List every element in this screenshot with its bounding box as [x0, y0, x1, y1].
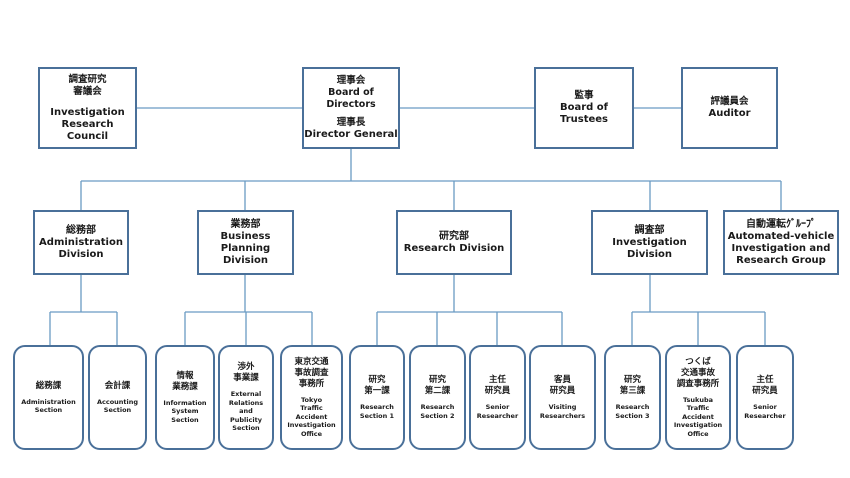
automated-vehicle-group-jp: 自動運転ｸﾞﾙｰﾌﾟ	[746, 218, 816, 230]
trustees-en-label: Board of Trustees	[559, 102, 609, 125]
research-section-1-jp: 研究 第一課	[364, 375, 390, 396]
tokyo-office-jp: 東京交通 事故調査 事務所	[294, 356, 329, 389]
visiting-researchers-jp: 客員 研究員	[549, 375, 576, 396]
admin-section-jp: 総務課	[35, 380, 62, 391]
external-relations-section-jp: 渉外 事業課	[233, 362, 259, 384]
research-section-2-box: 研究 第二課 Research Section 2	[409, 345, 466, 450]
accounting-section-box: 会計課 Accounting Section	[88, 345, 147, 450]
tsukuba-office-en: Tsukuba Traffic Accident Investigation O…	[673, 395, 723, 438]
research-division-jp: 研究部	[439, 230, 469, 242]
research-section-2-jp: 研究 第二課	[424, 375, 451, 396]
admin-division-box: 総務部 Administration Division	[33, 210, 129, 275]
research-section-3-en: Research Section 3	[615, 403, 650, 420]
research-section-2-en: Research Section 2	[420, 403, 455, 420]
auditor-jp-label: 評議員会	[710, 96, 749, 107]
admin-section-en: Administration Section	[21, 397, 76, 415]
tokyo-office-box: 東京交通 事故調査 事務所 Tokyo Traffic Accident Inv…	[280, 345, 343, 450]
tsukuba-office-jp: つくば 交通事故 調査事務所	[676, 356, 720, 389]
research-division-box: 研究部 Research Division	[396, 210, 512, 275]
senior-researcher-2-en: Senior Researcher	[744, 403, 786, 420]
external-relations-section-en: External Relations and Publicity Section	[228, 390, 264, 433]
research-division-en: Research Division	[403, 242, 505, 254]
council-box: 調査研究 審議会 Investigation Research Council	[38, 67, 137, 149]
trustees-box: 監事 Board of Trustees	[534, 67, 634, 149]
board-jp-label: 理事会 Board of Directors	[326, 75, 376, 110]
research-section-3-box: 研究 第三課 Research Section 3	[604, 345, 661, 450]
information-system-section-jp: 情報 業務課	[172, 370, 198, 392]
tsukuba-office-box: つくば 交通事故 調査事務所 Tsukuba Traffic Accident …	[665, 345, 731, 450]
auditor-box: 評議員会 Auditor	[681, 67, 778, 149]
research-section-1-en: Research Section 1	[359, 403, 395, 420]
business-division-jp: 業務部	[230, 218, 261, 230]
tokyo-office-en: Tokyo Traffic Accident Investigation Off…	[287, 395, 336, 438]
external-relations-section-box: 渉外 事業課 External Relations and Publicity …	[218, 345, 274, 450]
senior-researcher-1-box: 主任 研究員 Senior Researcher	[469, 345, 526, 450]
council-en-label: Investigation Research Council	[50, 106, 125, 142]
senior-researcher-2-box: 主任 研究員 Senior Researcher	[736, 345, 794, 450]
investigation-division-jp: 調査部	[634, 224, 665, 236]
information-system-section-box: 情報 業務課 Information System Section	[155, 345, 215, 450]
council-jp-label: 調査研究 審議会	[68, 73, 107, 97]
auditor-en-label: Auditor	[708, 108, 751, 119]
research-section-1-box: 研究 第一課 Research Section 1	[349, 345, 405, 450]
connector-lines	[49, 107, 782, 345]
director-general-jp-label: 理事長	[336, 117, 366, 128]
admin-division-jp: 総務部	[66, 224, 96, 236]
trustees-jp-label: 監事	[574, 90, 594, 101]
business-division-en: Business Planning Division	[220, 230, 271, 266]
visiting-researchers-en: Visiting Researchers	[539, 403, 586, 420]
research-section-3-jp: 研究 第三課	[619, 375, 646, 396]
accounting-section-jp: 会計課	[104, 380, 131, 391]
accounting-section-en: Accounting Section	[96, 397, 139, 415]
senior-researcher-1-en: Senior Researcher	[476, 403, 519, 420]
investigation-division-box: 調査部 Investigation Division	[591, 210, 708, 275]
admin-division-en: Administration Division	[39, 236, 123, 260]
senior-researcher-1-jp: 主任 研究員	[484, 375, 511, 396]
automated-vehicle-group-en: Automated-vehicle Investigation and Rese…	[727, 230, 835, 266]
admin-section-box: 総務課 Administration Section	[13, 345, 84, 450]
investigation-division-en: Investigation Division	[612, 236, 687, 260]
visiting-researchers-box: 客員 研究員 Visiting Researchers	[529, 345, 596, 450]
board-box: 理事会 Board of Directors 理事長 Director Gene…	[302, 67, 400, 149]
senior-researcher-2-jp: 主任 研究員	[752, 375, 778, 396]
business-division-box: 業務部 Business Planning Division	[197, 210, 294, 275]
information-system-section-en: Information System Section	[163, 398, 207, 424]
director-general-en-label: Director General	[304, 129, 398, 140]
automated-vehicle-group-box: 自動運転ｸﾞﾙｰﾌﾟ Automated-vehicle Investigati…	[723, 210, 839, 275]
